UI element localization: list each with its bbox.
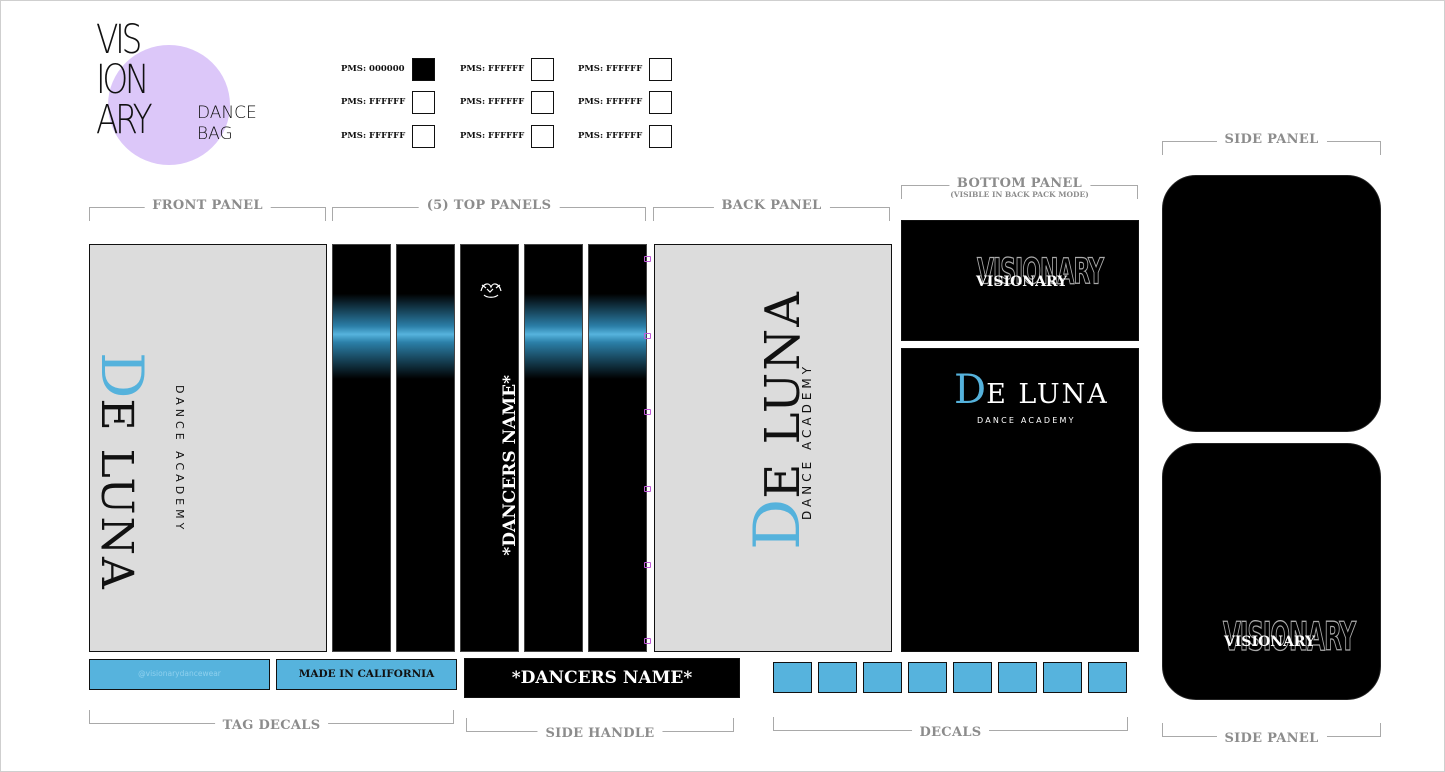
deluna-d-mark: D: [954, 367, 987, 413]
side-handle-label: SIDE HANDLE: [537, 726, 663, 741]
dancer-name-handle: *DANCERS NAME*: [511, 668, 693, 688]
back-panel-label: BACK PANEL: [713, 198, 830, 213]
decal-square: [1043, 662, 1082, 693]
side-handle-bracket: SIDE HANDLE: [466, 706, 734, 741]
decal-square: [1088, 662, 1127, 693]
decal-square: [908, 662, 947, 693]
bottom-panel-top: VISIONARY VISIONARY: [901, 220, 1139, 341]
decal-square: [863, 662, 902, 693]
pms-swatch: [649, 91, 672, 114]
dancer-name-vertical: *DANCERS NAME*: [500, 375, 520, 556]
side-panel-top: [1162, 175, 1381, 432]
decal-square: [818, 662, 857, 693]
bottom-panel-main: DE LUNA DANCE ACADEMY: [901, 348, 1139, 652]
social-handle: @visionarydancewear: [138, 669, 221, 678]
pms-label: PMS: FFFFFF: [341, 97, 406, 107]
top-panel-strip: [524, 244, 583, 652]
top-panel-strip-name: *DANCERS NAME*: [460, 244, 520, 652]
pms-label: PMS: FFFFFF: [578, 97, 643, 107]
logo-sub-dance: DANCE: [197, 103, 257, 123]
pms-label: PMS: FFFFFF: [460, 97, 525, 107]
side-handle: *DANCERS NAME*: [464, 658, 740, 698]
pin-marker: [644, 638, 651, 644]
made-in-text: MADE IN CALIFORNIA: [298, 668, 435, 680]
pin-marker: [644, 256, 651, 262]
pms-label: PMS: FFFFFF: [460, 64, 525, 74]
pms-swatch: [531, 91, 554, 114]
visionary-ghost-text: VISIONARY: [1223, 615, 1357, 661]
visionary-wordmark: VISIONARY: [1224, 634, 1316, 650]
pms-swatch: [531, 58, 554, 81]
pms-swatch: [412, 58, 435, 81]
front-panel-logo: DE LUNA: [88, 352, 156, 591]
logo-line-1: VIS: [96, 17, 142, 63]
pms-label: PMS: FFFFFF: [578, 64, 643, 74]
pms-label: PMS: FFFFFF: [341, 131, 406, 141]
side-panel-bottom-label: SIDE PANEL: [1216, 731, 1327, 746]
pms-swatch: [412, 125, 435, 148]
deluna-wordmark: E LUNA: [986, 379, 1109, 410]
top-panels-bracket: (5) TOP PANELS: [332, 198, 646, 221]
pin-marker: [644, 562, 651, 568]
bottom-panel-bracket: BOTTOM PANEL (VISIBLE IN BACK PACK MODE): [901, 176, 1138, 199]
tag-decal-made-in: MADE IN CALIFORNIA: [276, 659, 457, 690]
decals-label: DECALS: [911, 725, 990, 740]
logo-circle: [108, 45, 230, 165]
pin-marker: [644, 333, 651, 339]
pin-marker: [644, 409, 651, 415]
top-panel-strip: [396, 244, 455, 652]
tag-decals-label: TAG DECALS: [214, 718, 329, 733]
front-panel-label: FRONT PANEL: [144, 198, 271, 213]
bottom-panel-logo: DE LUNA: [954, 367, 1109, 413]
back-panel-bracket: BACK PANEL: [653, 198, 890, 221]
pms-swatch: [649, 125, 672, 148]
pms-label: PMS: FFFFFF: [578, 131, 643, 141]
front-panel-bracket: FRONT PANEL: [89, 198, 326, 221]
side-panel-top-label: SIDE PANEL: [1216, 132, 1327, 147]
pms-label: PMS: 000000: [341, 64, 405, 74]
tag-decals-bracket: TAG DECALS: [89, 698, 454, 733]
front-panel: DE LUNA DANCE ACADEMY: [88, 244, 327, 652]
mascot-icon: [480, 283, 502, 298]
pms-label: PMS: FFFFFF: [460, 131, 525, 141]
bottom-panel-sublabel: (VISIBLE IN BACK PACK MODE): [944, 190, 1095, 199]
back-panel: DE LUNA DANCE ACADEMY: [654, 244, 892, 652]
pms-swatch: [531, 125, 554, 148]
deluna-d-mark: D: [88, 352, 156, 399]
pin-marker: [644, 486, 651, 492]
side-panel-bottom-bracket: SIDE PANEL: [1162, 711, 1381, 746]
decal-square: [773, 662, 812, 693]
top-panel-strip: [588, 244, 647, 652]
tag-decal-handle: @visionarydancewear: [89, 659, 270, 690]
logo-sub-bag: BAG: [197, 124, 233, 144]
decal-square: [953, 662, 992, 693]
back-panel-tagline: DANCE ACADEMY: [800, 362, 814, 520]
side-panel-bottom: VISIONARY VISIONARY: [1162, 443, 1381, 700]
front-panel-tagline: DANCE ACADEMY: [173, 385, 186, 534]
bottom-panel-label: BOTTOM PANEL: [948, 176, 1091, 191]
bottom-panel-tagline: DANCE ACADEMY: [977, 416, 1076, 425]
logo-line-3: ARY: [96, 97, 153, 143]
side-panel-top-bracket: SIDE PANEL: [1162, 132, 1381, 155]
logo-line-2: ION: [96, 57, 149, 103]
pms-swatch: [649, 58, 672, 81]
visionary-ghost-text: VISIONARY: [977, 252, 1105, 293]
top-panel-strip: [332, 244, 391, 652]
top-panels-label: (5) TOP PANELS: [418, 198, 560, 213]
decals-bracket: DECALS: [773, 705, 1128, 740]
pms-swatch: [412, 91, 435, 114]
decal-square: [998, 662, 1037, 693]
visionary-wordmark: VISIONARY: [976, 274, 1068, 290]
deluna-wordmark: E LUNA: [91, 398, 142, 591]
